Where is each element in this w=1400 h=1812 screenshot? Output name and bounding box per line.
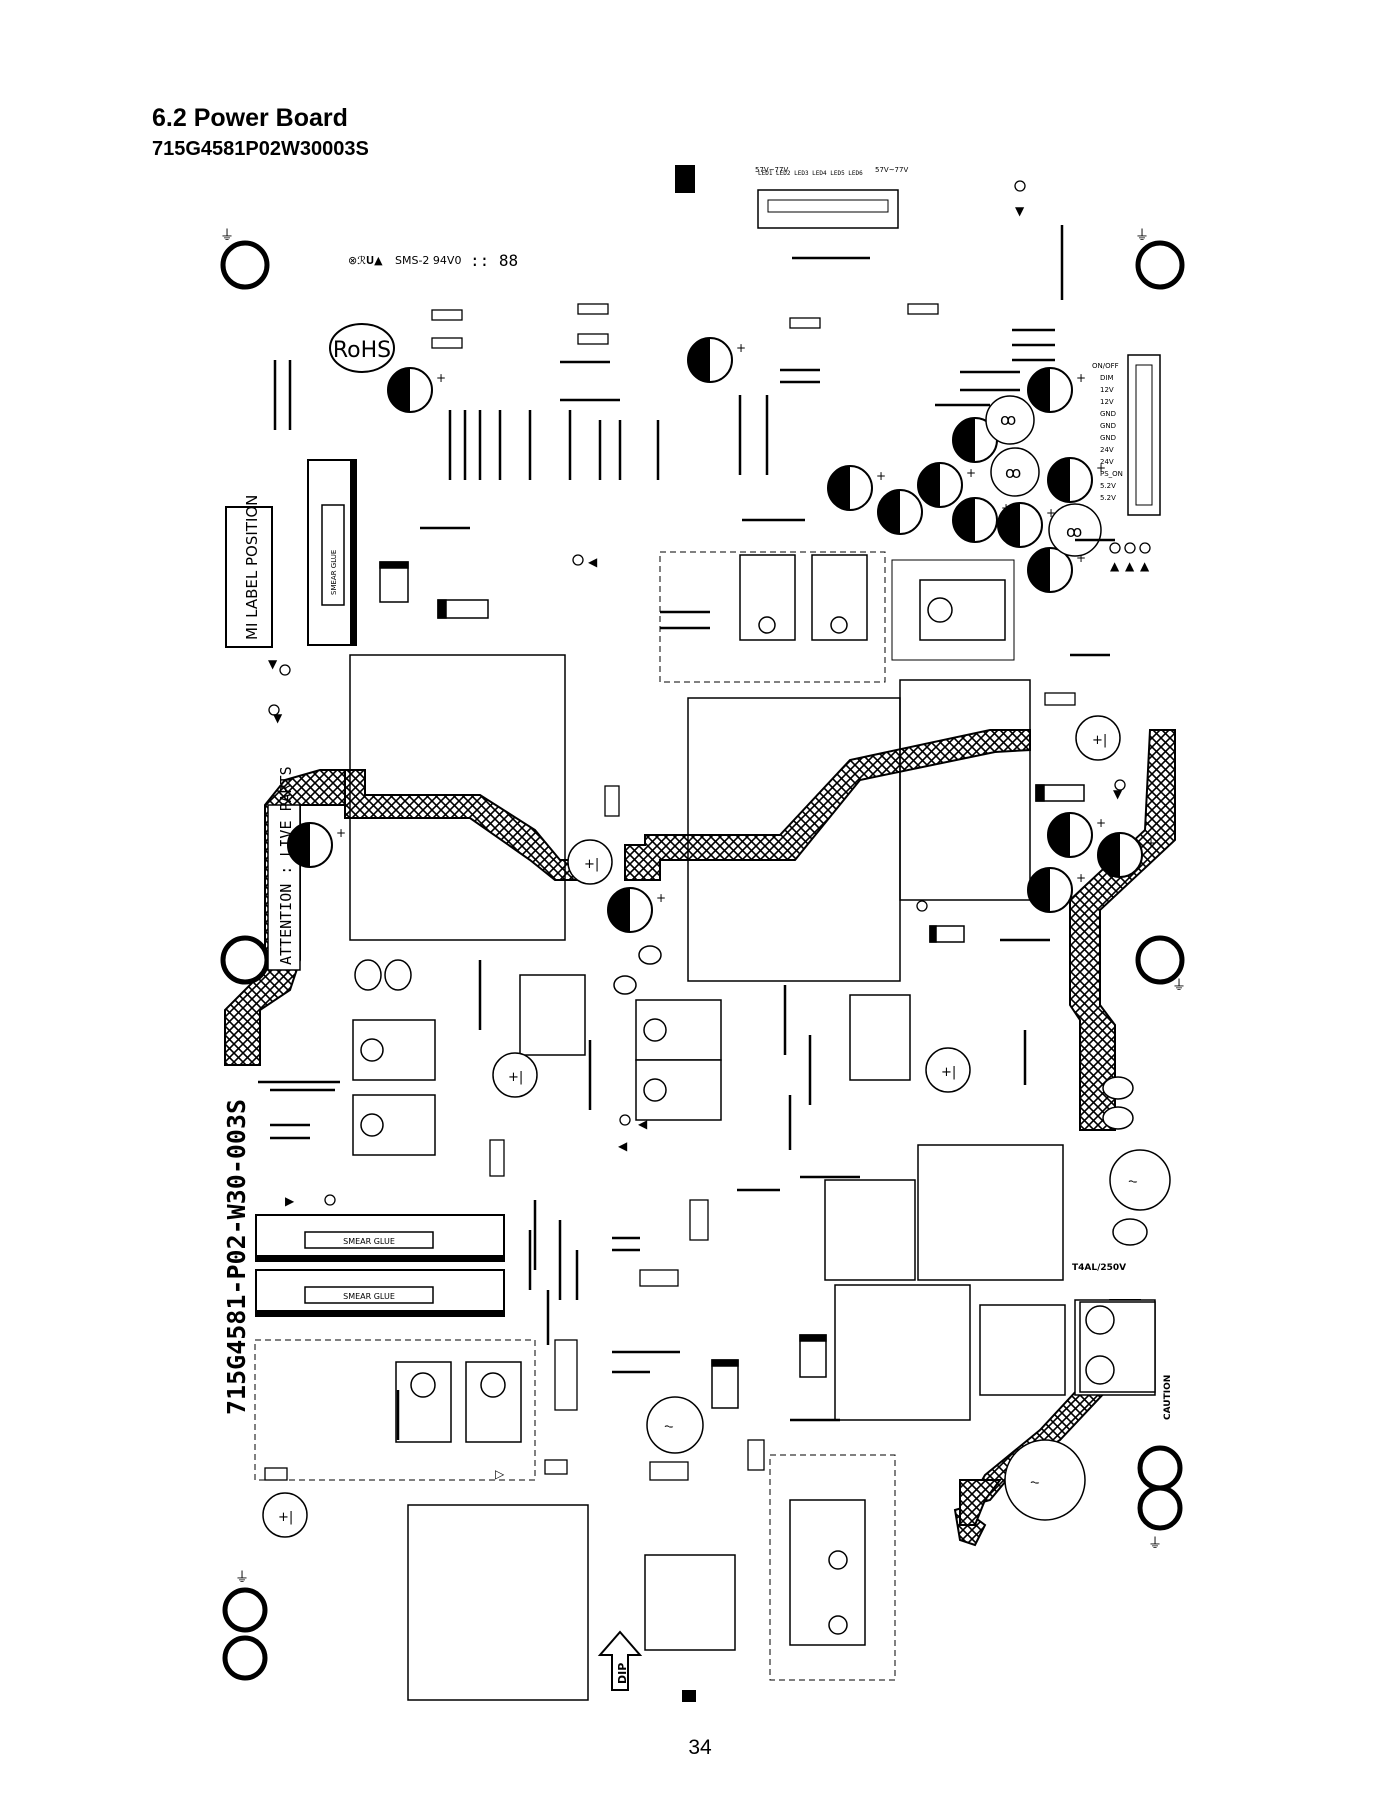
svg-text:ꝏ: ꝏ <box>1000 410 1016 429</box>
jumper-wire <box>258 225 1115 1440</box>
svg-text:▼: ▼ <box>1015 204 1025 218</box>
section-title: 6.2 Power Board <box>152 104 348 132</box>
pin-label: ON/OFF <box>1092 362 1119 370</box>
svg-text:+|: +| <box>584 857 599 872</box>
svg-text:⏦: ⏦ <box>1128 1174 1138 1188</box>
pin-label: 12V <box>1100 398 1114 406</box>
voltage-label-left: 57V~77V <box>755 166 788 174</box>
hv-trace-center-left <box>344 769 581 881</box>
svg-text:+|: +| <box>508 1070 523 1085</box>
capacitor-film: +| +| +| +| +| <box>262 715 1148 1538</box>
svg-text:▼: ▼ <box>1113 787 1123 801</box>
pin-label: DIM <box>1100 374 1114 382</box>
alignment-mark <box>682 1690 696 1702</box>
svg-text:⏚: ⏚ <box>1172 978 1186 994</box>
pin-label: 12V <box>1100 386 1114 394</box>
pin-label: PS_ON <box>1100 470 1123 478</box>
svg-text:⏚: ⏚ <box>1135 228 1149 244</box>
svg-text:⏚: ⏚ <box>235 1570 249 1586</box>
svg-text:▶: ▶ <box>285 1194 295 1208</box>
varistor: ⏦ ⏦ ⏦ <box>646 1149 1171 1521</box>
svg-text:▷: ▷ <box>495 1467 505 1481</box>
svg-text:⊗ℛ𝐔▲: ⊗ℛ𝐔▲ <box>348 254 383 267</box>
main-connector-cn8401 <box>1127 354 1161 516</box>
svg-text:ꝏ: ꝏ <box>1066 522 1082 541</box>
svg-text:ꝏ: ꝏ <box>1005 463 1021 482</box>
diode-small-arrow: ▼ ▼ ▼ ◀ ▲ ▲ ▲ ▼ ◀ ◀ ▶ ▷ <box>268 204 1150 1481</box>
svg-text:RoHS: RoHS <box>333 338 391 363</box>
svg-text:+|: +| <box>278 1510 293 1525</box>
hv-trace-center <box>624 729 1031 881</box>
svg-text:▼: ▼ <box>268 657 278 671</box>
smear-glue-bar: SMEAR GLUE SMEAR GLUE SMEAR GLUE <box>255 459 505 1317</box>
led-connector-cn8101: LED1 LED2 LED3 LED4 LED5 LED6 <box>675 165 899 229</box>
svg-text:⏦: ⏦ <box>1030 1475 1040 1489</box>
pin-label: 5.2V <box>1100 494 1116 502</box>
resistor <box>264 303 1076 1481</box>
heatsink-outline <box>254 551 1015 1681</box>
caution-label: CAUTION <box>1163 1375 1173 1420</box>
fuse-rating: T4AL/250V <box>1072 1263 1126 1273</box>
pin-label: GND <box>1100 410 1116 418</box>
svg-text:◀: ◀ <box>588 555 598 569</box>
board-silk-id: 715G4581-P02-W30-003S <box>222 1099 251 1415</box>
pin-label: GND <box>1100 422 1116 430</box>
mi-label-position: MI LABEL POSITION <box>225 495 273 648</box>
pin-label: 24V <box>1100 458 1114 466</box>
fuse-holder <box>1079 1301 1156 1393</box>
svg-text:▲: ▲ <box>1125 559 1135 573</box>
svg-text:▲: ▲ <box>1140 559 1150 573</box>
svg-text:+|: +| <box>1092 733 1107 748</box>
svg-text:SMEAR GLUE: SMEAR GLUE <box>343 1237 395 1246</box>
svg-text:⏚: ⏚ <box>1148 1536 1162 1552</box>
transformer-t8101 <box>349 654 1031 982</box>
svg-text:⏦: ⏦ <box>664 1419 674 1433</box>
connector-pin-labels: ON/OFF DIM 12V 12V GND GND GND 24V 24V P… <box>1092 362 1123 502</box>
page-number: 34 <box>688 1736 712 1759</box>
pin-label: 24V <box>1100 446 1114 454</box>
pin-label: 5.2V <box>1100 482 1116 490</box>
svg-text:SMS-2 94V0: SMS-2 94V0 <box>395 254 461 267</box>
pin-label: GND <box>1100 434 1116 442</box>
diode <box>379 561 1085 1409</box>
voltage-label-right: 57V~77V <box>875 166 908 174</box>
svg-text:DIP: DIP <box>616 1663 629 1684</box>
part-number: 715G4581P02W30003S <box>152 138 369 160</box>
svg-text:SMEAR GLUE: SMEAR GLUE <box>343 1292 395 1301</box>
svg-text::: 88: :: 88 <box>470 251 518 270</box>
svg-text:ATTENTION : LIVE PARTS: ATTENTION : LIVE PARTS <box>277 766 295 965</box>
inductor-coil-icon: ꝏ ꝏ ꝏ <box>985 395 1102 557</box>
mounting-hole-icon <box>220 240 1185 1681</box>
svg-text:+|: +| <box>941 1065 956 1080</box>
ground-symbol-icon: ⏚ ⏚ ⏚ ⏚ ⏚ <box>220 228 1186 1586</box>
svg-text:LED1 LED2 LED3 LED4 LED5 LED: LED1 LED2 LED3 LED4 LED5 LED6 <box>758 170 863 177</box>
dip-arrow-icon: DIP <box>597 1630 643 1691</box>
svg-text:◀: ◀ <box>618 1139 628 1153</box>
ul-mark: ⊗ℛ𝐔▲ SMS-2 94V0 :: 88 <box>348 251 518 270</box>
svg-text:MI LABEL POSITION: MI LABEL POSITION <box>243 495 261 640</box>
svg-text:▲: ▲ <box>1110 559 1120 573</box>
svg-text:SMEAR GLUE: SMEAR GLUE <box>330 550 338 595</box>
rohs-mark: RoHS <box>329 323 395 373</box>
inductor-l8801 <box>407 974 1066 1701</box>
svg-text:◀: ◀ <box>638 1117 648 1131</box>
test-point <box>268 180 1151 1206</box>
svg-text:▼: ▼ <box>273 711 283 725</box>
svg-text:⏚: ⏚ <box>220 228 234 244</box>
